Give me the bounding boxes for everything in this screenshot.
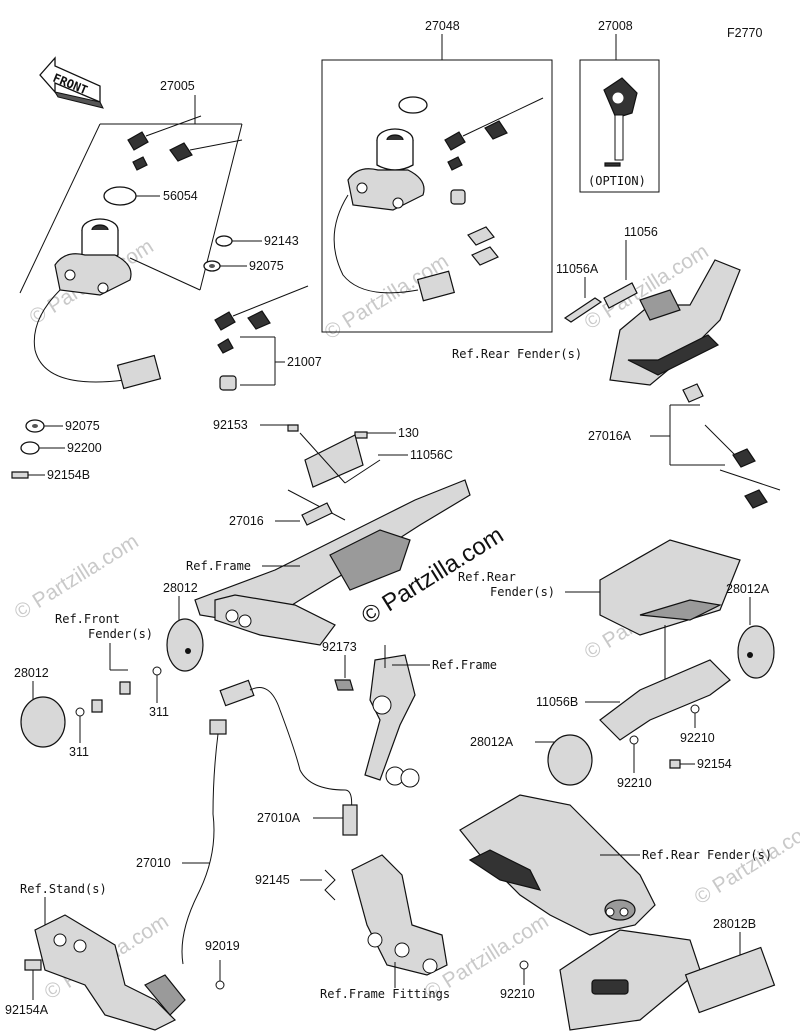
spacer-2 (91, 699, 103, 713)
reflector-28012-left (20, 696, 66, 748)
label-11056c: 11056C (410, 448, 453, 462)
nut-92019 (215, 980, 225, 990)
spring-92145 (324, 869, 336, 901)
ref-frame-1: Ref.Frame (186, 559, 251, 573)
label-11056b: 11056B (536, 695, 578, 709)
label-311-a: 311 (69, 745, 89, 759)
bolt-130 (354, 431, 368, 439)
nut-92210-a (690, 704, 700, 714)
reflector-28012b (684, 946, 776, 1014)
label-11056: 11056 (624, 225, 658, 239)
label-92075-a: 92075 (249, 259, 284, 273)
nut-311-b (152, 666, 162, 676)
bolt-92154 (669, 759, 681, 769)
ref-rear-fender-3: Ref.Rear Fender(s) (642, 848, 772, 862)
switch-body (54, 218, 132, 296)
label-21007: 21007 (287, 355, 322, 369)
label-27010: 27010 (136, 856, 171, 870)
front-arrow-icon: FRONT (39, 56, 104, 109)
key-lock-21007 (214, 285, 309, 391)
label-28012a-left: 28012A (470, 735, 514, 749)
ref-front-fender-l1: Ref.Front (55, 612, 120, 626)
ignition-switch-27005 (19, 95, 243, 390)
label-27016: 27016 (229, 514, 264, 528)
bolt-92154b (11, 471, 29, 479)
label-56054: 56054 (163, 189, 198, 203)
frame-fittings (351, 854, 448, 976)
label-92200: 92200 (67, 441, 102, 455)
label-92019: 92019 (205, 939, 240, 953)
ref-front-fender-l2: Fender(s) (88, 627, 153, 641)
reflector-28012a-right (737, 625, 775, 679)
watermark-4: © Partzilla.com (10, 530, 142, 624)
ref-rear-fender-2-l2: Fender(s) (490, 585, 555, 599)
label-27008: 27008 (598, 19, 633, 33)
ref-frame-fittings: Ref.Frame Fittings (320, 987, 450, 1001)
label-92173: 92173 (322, 640, 357, 654)
label-92210-b: 92210 (617, 776, 652, 790)
washer-56054 (103, 186, 137, 206)
lock-27016a (682, 383, 704, 403)
label-92210-c: 92210 (500, 987, 535, 1001)
label-92153: 92153 (213, 418, 248, 432)
stand-bracket (34, 914, 186, 1031)
washer-92143 (215, 235, 233, 247)
bracket-11056b (599, 659, 731, 741)
label-27010a: 27010A (257, 811, 301, 825)
ref-rear-fender-2-l1: Ref.Rear (458, 570, 516, 584)
label-28012a-right: 28012A (726, 582, 770, 596)
label-311-b: 311 (149, 705, 169, 719)
label-92075-b: 92075 (65, 419, 100, 433)
cable-27010 (181, 679, 358, 965)
ref-rear-fender-1: Ref.Rear Fender(s) (452, 347, 582, 361)
bracket-11056a (563, 297, 603, 323)
frame-center (194, 479, 471, 646)
lock-27016 (301, 502, 333, 526)
rear-fender-top (609, 259, 741, 386)
bolt-92154a (24, 959, 42, 971)
reflector-28012-right (166, 618, 204, 672)
option-label: (OPTION) (588, 174, 646, 188)
label-92143: 92143 (264, 234, 299, 248)
connector (116, 354, 162, 390)
rear-fender-lower (459, 794, 701, 1031)
label-11056a: 11056A (556, 262, 599, 276)
spacer (119, 681, 131, 695)
ref-frame-2: Ref.Frame (432, 658, 497, 672)
box-27048 (321, 59, 553, 333)
label-130: 130 (398, 426, 419, 440)
ignition-switch-27048 (333, 96, 544, 302)
nut-311-a (75, 707, 85, 717)
rear-fender-mid (599, 539, 741, 636)
box-27008 (579, 59, 660, 193)
frame-lower (364, 645, 420, 788)
nut-92210-c (519, 960, 529, 970)
label-92154: 92154 (697, 757, 732, 771)
bracket-11056 (603, 282, 638, 309)
clip-92173 (334, 679, 354, 691)
label-92154b: 92154B (47, 468, 90, 482)
ref-stand: Ref.Stand(s) (20, 882, 107, 896)
reflector-28012a-left (547, 734, 593, 786)
label-28012-top: 28012 (163, 581, 198, 595)
label-27048: 27048 (425, 19, 460, 33)
key-27016a-icon (704, 424, 781, 509)
label-27016a: 27016A (588, 429, 632, 443)
label-28012-left: 28012 (14, 666, 49, 680)
label-28012b: 28012B (713, 917, 756, 931)
label-27005: 27005 (160, 79, 195, 93)
figure-code: F2770 (727, 26, 762, 40)
key-icon (127, 115, 243, 171)
bracket-11056c (304, 434, 364, 488)
option-key-icon (603, 77, 638, 167)
label-92145: 92145 (255, 873, 290, 887)
nut-92210-b (629, 735, 639, 745)
label-92210-a: 92210 (680, 731, 715, 745)
label-92154a: 92154A (5, 1003, 49, 1017)
screw-92153 (287, 424, 299, 432)
washer-92200 (20, 441, 40, 455)
